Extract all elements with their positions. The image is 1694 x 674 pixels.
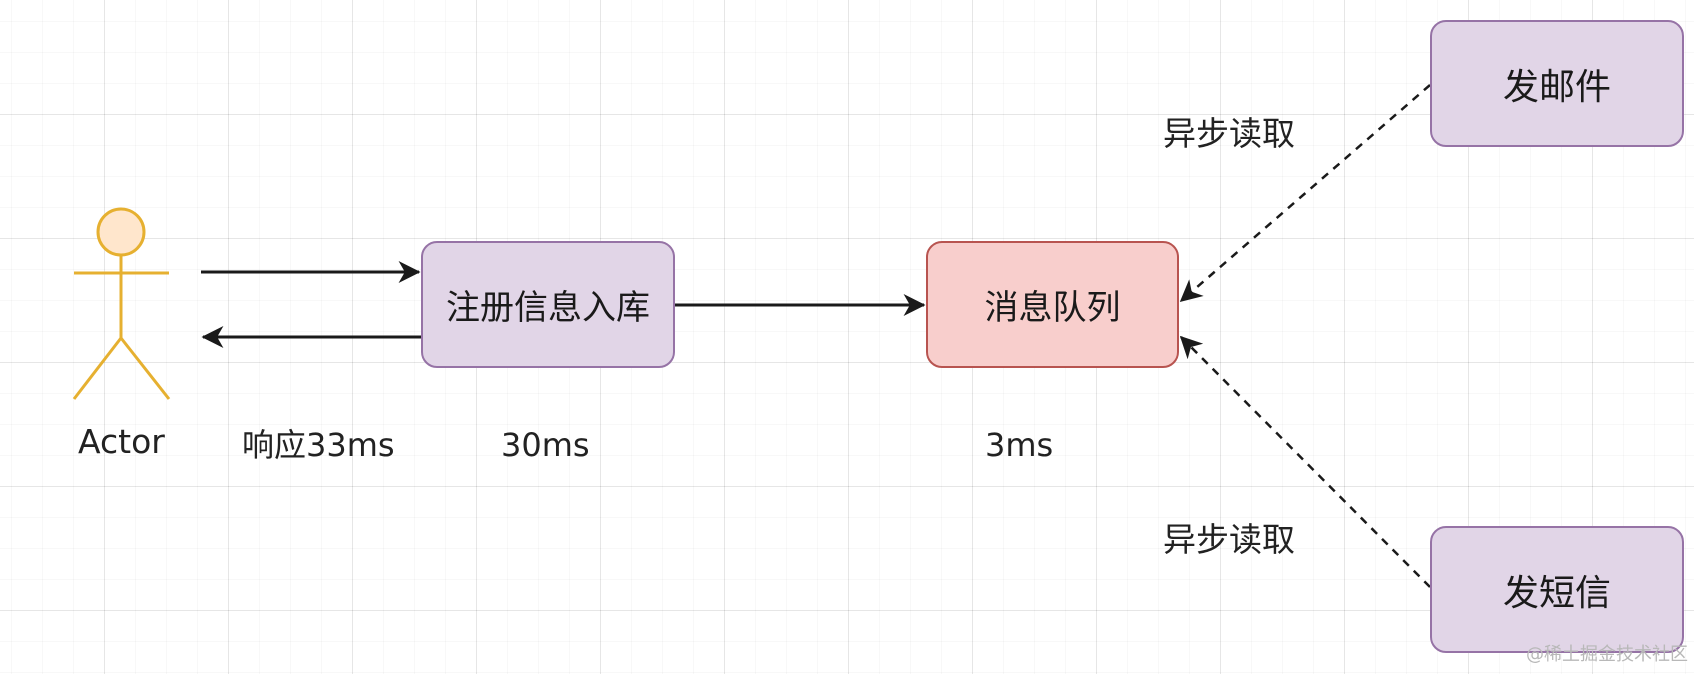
response-time-label: 响应33ms	[242, 426, 395, 464]
node-message-queue-label: 消息队列	[984, 288, 1121, 328]
watermark: @稀土掘金技术社区	[1526, 644, 1688, 665]
actor-icon	[72, 207, 171, 400]
queue-time-label: 3ms	[985, 426, 1054, 464]
async-read-email-label: 异步读取	[1163, 114, 1295, 153]
node-send-sms[interactable]: 发短信	[1430, 526, 1684, 653]
edge-email-to-queue	[1179, 84, 1431, 303]
node-send-sms-label: 发短信	[1502, 572, 1611, 614]
async-read-sms-label: 异步读取	[1163, 520, 1295, 559]
node-register[interactable]: 注册信息入库	[421, 241, 675, 368]
node-send-email[interactable]: 发邮件	[1430, 20, 1684, 147]
node-send-email-label: 发邮件	[1502, 66, 1611, 108]
node-message-queue[interactable]: 消息队列	[926, 241, 1179, 368]
register-time-label: 30ms	[501, 426, 590, 464]
node-register-label: 注册信息入库	[446, 288, 650, 328]
actor-label: Actor	[78, 422, 165, 461]
